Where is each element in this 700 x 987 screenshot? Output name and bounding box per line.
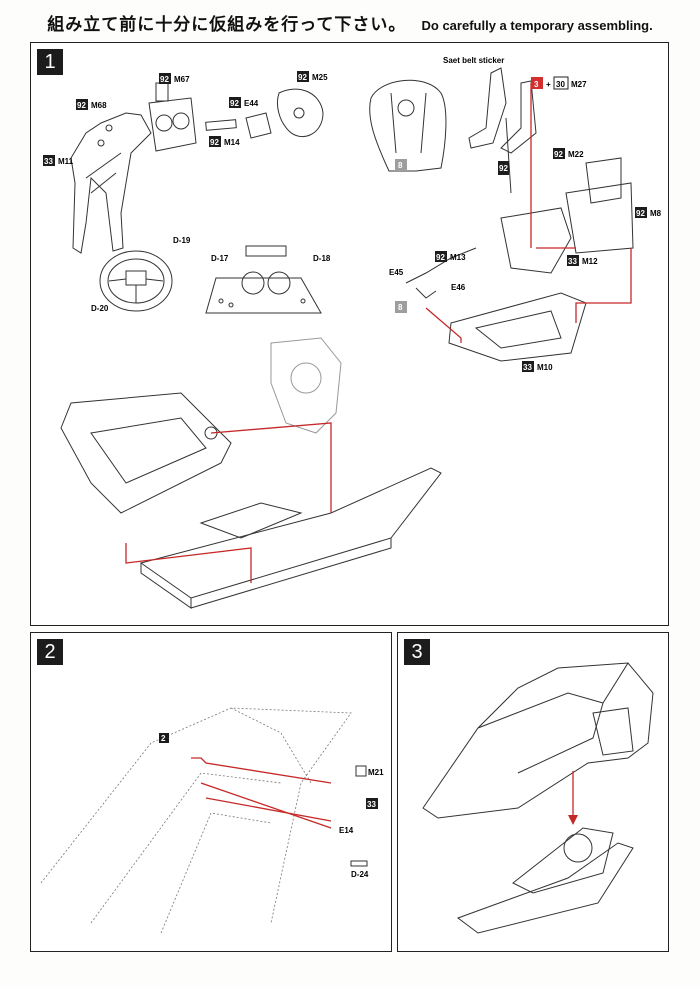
svg-text:92: 92 — [499, 164, 508, 173]
seat-belt-sticker-label: Saet belt sticker — [443, 56, 504, 65]
svg-text:8: 8 — [398, 161, 403, 170]
floor-pan-drawing — [139, 467, 442, 609]
svg-text:92: 92 — [210, 138, 219, 147]
svg-text:M10: M10 — [537, 363, 553, 372]
svg-text:+: + — [546, 80, 551, 89]
svg-text:M8: M8 — [650, 209, 662, 218]
label-d18: D-18 — [313, 254, 331, 263]
roll-hoop-drawing — [70, 112, 152, 254]
svg-text:92: 92 — [160, 75, 169, 84]
code-92-e44: 92 E44 — [229, 97, 259, 108]
step-2-number: 2 — [37, 639, 63, 665]
code-2: 2 — [159, 733, 169, 743]
label-d24: D-24 — [351, 870, 369, 879]
svg-text:M68: M68 — [91, 101, 107, 110]
red-guide-lines — [125, 83, 632, 583]
step-1-diagram: Saet belt sticker 3 + 30 M27 92 M67 92 M… — [43, 56, 662, 609]
step-2-diagram: 2 M21 33 E14 D-24 — [40, 707, 384, 934]
seat-top-view-drawing — [369, 79, 447, 172]
code-92-m13: 92 M13 — [435, 251, 466, 262]
code-33-m12: 33 M12 — [567, 255, 598, 266]
code-grey-8-lever: 8 — [395, 301, 407, 313]
svg-text:M13: M13 — [450, 253, 466, 262]
code-33: 33 — [366, 798, 378, 809]
svg-text:E44: E44 — [244, 99, 259, 108]
svg-text:M12: M12 — [582, 257, 598, 266]
svg-text:M21: M21 — [368, 768, 384, 777]
svg-text:92: 92 — [636, 209, 645, 218]
svg-text:M14: M14 — [224, 138, 240, 147]
code-92-m67: 92 M67 — [159, 73, 190, 84]
instrument-cluster-drawing — [205, 245, 322, 314]
body-shell-drawing — [422, 662, 654, 819]
code-92-m14: 92 M14 — [209, 136, 240, 147]
svg-text:33: 33 — [568, 257, 577, 266]
page-header: 組み立て前に十分に仮組みを行って下さい。 Do carefully a temp… — [0, 10, 700, 44]
step-1-panel: 1 — [30, 42, 669, 626]
lever-parts-drawing — [405, 247, 477, 299]
cockpit-tub-drawing — [60, 392, 232, 514]
svg-text:30: 30 — [556, 80, 565, 89]
code-92-m25: 92 M25 — [297, 71, 328, 82]
step-3-panel: 3 — [397, 632, 669, 952]
code-92-belt: 92 — [498, 161, 509, 175]
step-3-number: 3 — [404, 639, 430, 665]
label-e14: E14 — [339, 826, 354, 835]
code-m21: M21 — [355, 765, 384, 777]
step-2-labels: 2 M21 33 E14 D-24 — [159, 733, 384, 879]
dashboard-drawing — [148, 82, 197, 152]
code-33-m11: 33 M11 — [43, 155, 74, 166]
svg-text:92: 92 — [298, 73, 307, 82]
step-3-diagram — [422, 662, 654, 934]
svg-text:M67: M67 — [174, 75, 190, 84]
code-3-30-m27: 3 + 30 M27 — [531, 76, 587, 90]
step-1-number: 1 — [37, 49, 63, 75]
chassis-tub-drawing — [456, 827, 634, 934]
svg-text:92: 92 — [436, 253, 445, 262]
seat-assembly-drawing — [448, 157, 634, 362]
step-3-arrowhead — [568, 815, 578, 825]
code-92-m68: 92 M68 — [76, 99, 107, 110]
label-e46: E46 — [451, 283, 466, 292]
label-d20: D-20 — [91, 304, 109, 313]
label-e45: E45 — [389, 268, 404, 277]
header-en-title: Do carefully a temporary assembling. — [421, 18, 653, 33]
step-2-panel: 2 2 M21 33 E14 — [30, 632, 392, 952]
steering-column-drawing — [205, 88, 324, 139]
header-jp-title: 組み立て前に十分に仮組みを行って下さい。 — [47, 15, 407, 35]
step-1-labels: Saet belt sticker 3 + 30 M27 92 M67 92 M… — [43, 56, 662, 372]
svg-text:33: 33 — [367, 800, 376, 809]
code-92-m22: 92 M22 — [553, 148, 584, 159]
svg-text:33: 33 — [44, 157, 53, 166]
svg-text:92: 92 — [554, 150, 563, 159]
svg-text:92: 92 — [77, 101, 86, 110]
label-d19: D-19 — [173, 236, 191, 245]
pedal-box-drawing — [270, 337, 342, 434]
label-d17: D-17 — [211, 254, 229, 263]
svg-text:92: 92 — [230, 99, 239, 108]
svg-text:3: 3 — [534, 80, 539, 89]
step-2-red-lines — [191, 757, 332, 829]
svg-text:M25: M25 — [312, 73, 328, 82]
svg-text:8: 8 — [398, 303, 403, 312]
svg-text:M27: M27 — [571, 80, 587, 89]
code-grey-8-seat: 8 — [395, 159, 407, 171]
steering-wheel-drawing — [99, 250, 173, 312]
svg-text:M22: M22 — [568, 150, 584, 159]
code-92-m8: 92 M8 — [635, 207, 662, 218]
svg-text:M11: M11 — [58, 157, 74, 166]
code-33-m10: 33 M10 — [522, 361, 553, 372]
svg-text:2: 2 — [161, 734, 166, 743]
svg-text:33: 33 — [523, 363, 532, 372]
